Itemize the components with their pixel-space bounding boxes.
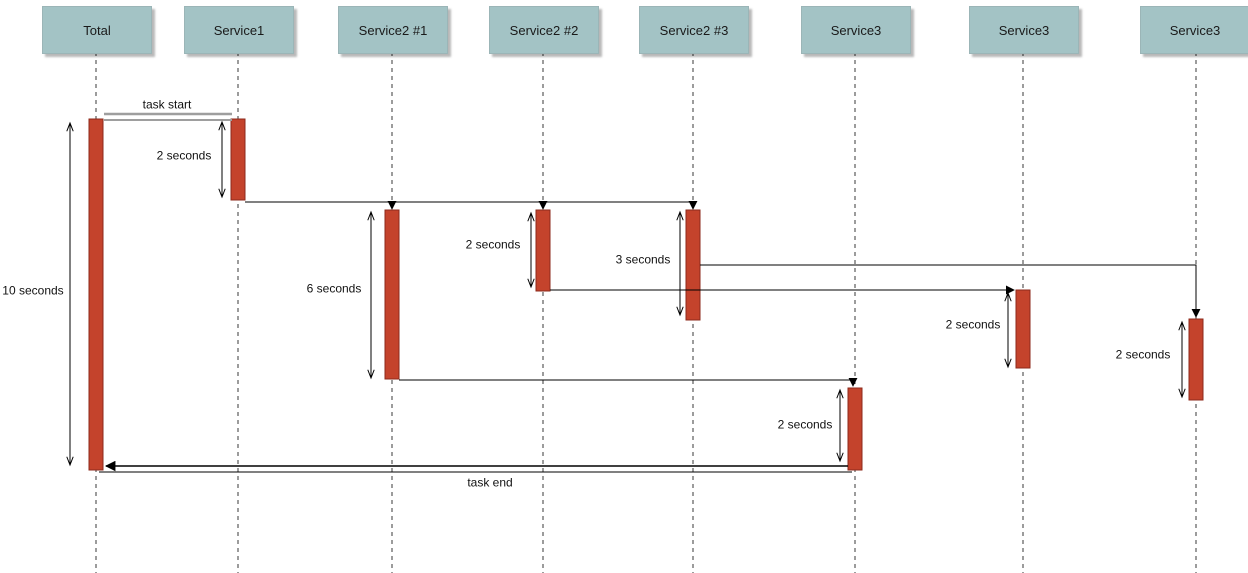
message-service1-call-service2-3 xyxy=(543,200,698,210)
message-service1-call-service2-2 xyxy=(392,200,548,210)
activation-bar-service2-2 xyxy=(535,209,551,292)
message-service2-3-call-service3 xyxy=(700,264,1201,318)
message-service2-1-call-service3 xyxy=(399,377,858,387)
activation-bar-total xyxy=(88,118,104,471)
activation-bar-service3-3 xyxy=(1188,318,1204,401)
activation-bar-service3-1 xyxy=(847,387,863,471)
activation-bar-service1 xyxy=(230,118,246,201)
activation-bar-service2-1 xyxy=(384,209,400,380)
activation-bar-service2-3 xyxy=(685,209,701,321)
message-service1-call-service2-1 xyxy=(245,200,397,210)
activation-bar-service3-2 xyxy=(1015,289,1031,369)
